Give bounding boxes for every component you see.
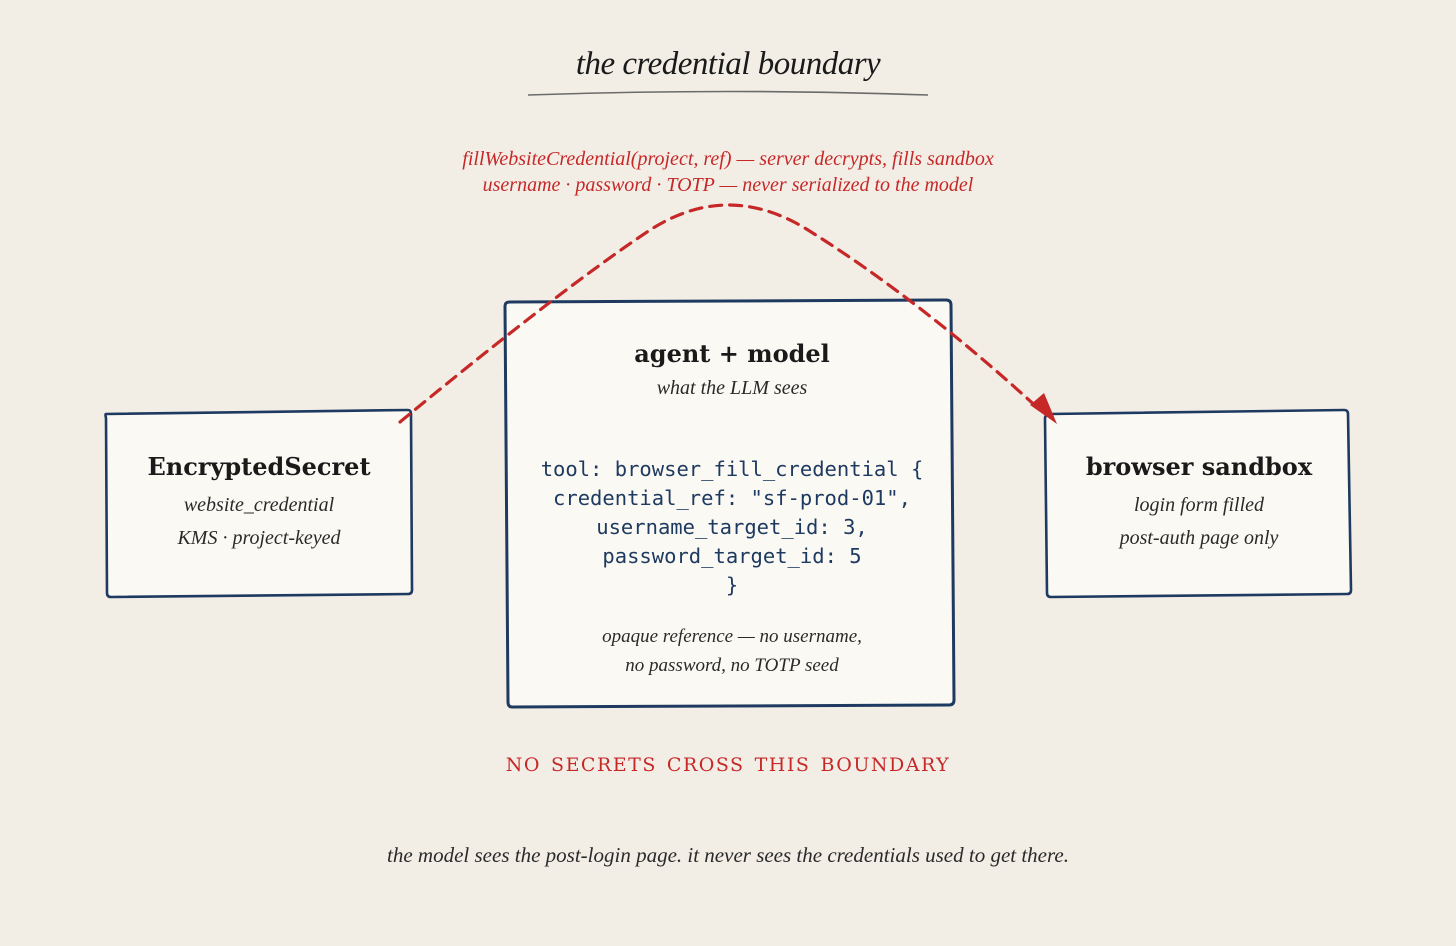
arc-caption-line-2: username · password · TOTP — never seria… <box>482 174 974 196</box>
diagram-title: the credential boundary <box>575 46 881 82</box>
encrypted-secret-line-1: website_credential <box>183 494 335 516</box>
arrowhead-icon <box>1030 393 1057 424</box>
agent-model-note-line-2: no password, no TOTP seed <box>625 655 839 676</box>
encrypted-secret-box <box>104 408 414 599</box>
agent-model-subtitle: what the LLM sees <box>656 377 808 399</box>
browser-sandbox-line-2: post-auth page only <box>1119 527 1279 549</box>
credential-flow-arc <box>398 203 1042 424</box>
agent-model-title: agent + model <box>634 339 830 368</box>
encrypted-secret-title: EncryptedSecret <box>147 452 371 481</box>
agent-model-box <box>503 298 956 709</box>
arc-caption-line-1: fillWebsiteCredential(project, ref) — se… <box>462 148 994 170</box>
agent-model-note-line-1: opaque reference — no username, <box>602 626 862 647</box>
code-line-5: } <box>725 573 739 597</box>
footer-caption: the model sees the post-login page. it n… <box>387 843 1069 867</box>
code-line-4: password_target_id: 5 <box>602 544 862 568</box>
code-line-2: credential_ref: "sf-prod-01", <box>553 486 911 510</box>
encrypted-secret-line-2: KMS · project-keyed <box>177 527 341 549</box>
boundary-label: NO SECRETS CROSS THIS BOUNDARY <box>505 747 951 778</box>
title-underline <box>527 90 929 96</box>
browser-sandbox-line-1: login form filled <box>1134 494 1264 516</box>
browser-sandbox-title: browser sandbox <box>1085 452 1313 481</box>
code-line-1: tool: browser_fill_credential { <box>540 457 924 481</box>
code-line-3: username_target_id: 3, <box>596 515 868 539</box>
